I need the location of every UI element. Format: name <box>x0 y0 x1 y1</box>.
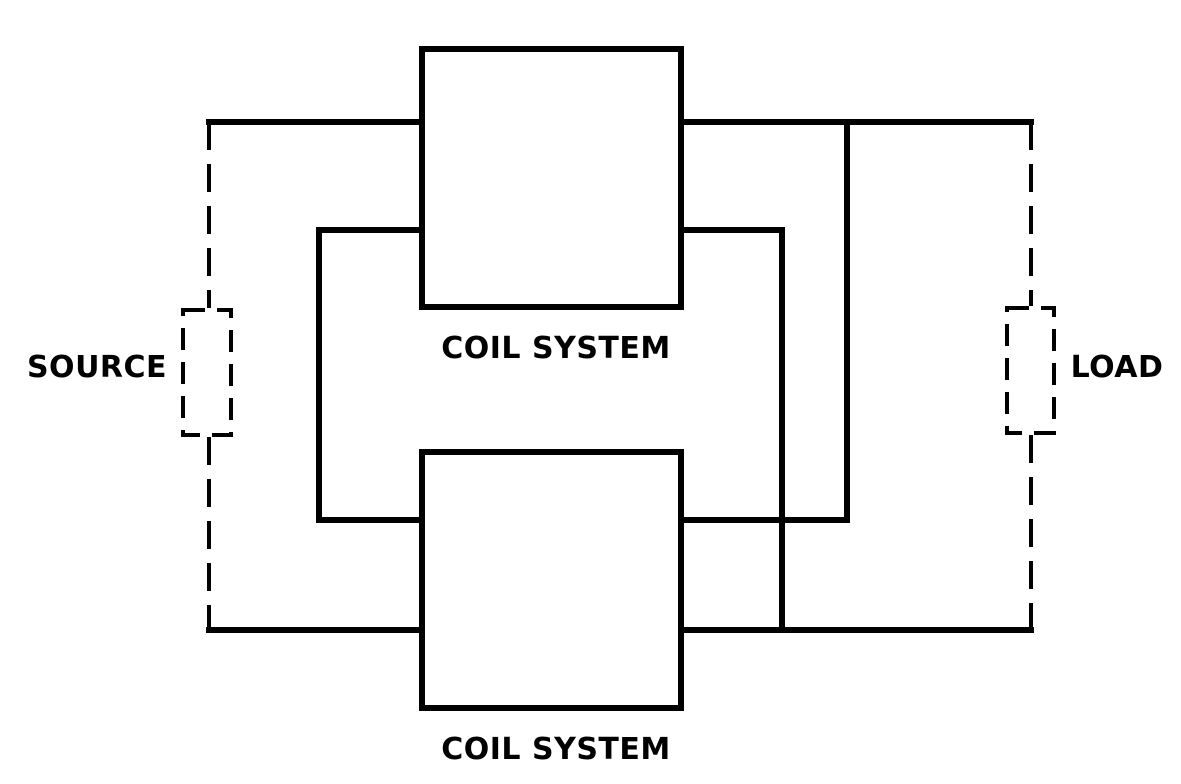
source-branch <box>181 122 233 630</box>
source-element <box>181 308 233 437</box>
wire-bottom-coil-to-top-rail <box>678 119 850 523</box>
top-coil-box <box>419 46 684 310</box>
wiring <box>206 119 1034 633</box>
load-branch <box>1005 122 1056 630</box>
source-label: SOURCE <box>27 350 167 385</box>
top-coil-label: COIL SYSTEM <box>441 331 671 366</box>
wire-top-coil-to-bottom-rail <box>678 227 785 633</box>
load-element <box>1005 306 1056 435</box>
load-label: LOAD <box>1071 350 1164 385</box>
bottom-coil-label: COIL SYSTEM <box>441 732 671 767</box>
bottom-coil-box <box>419 449 684 711</box>
wire-left-crossover <box>316 227 425 523</box>
